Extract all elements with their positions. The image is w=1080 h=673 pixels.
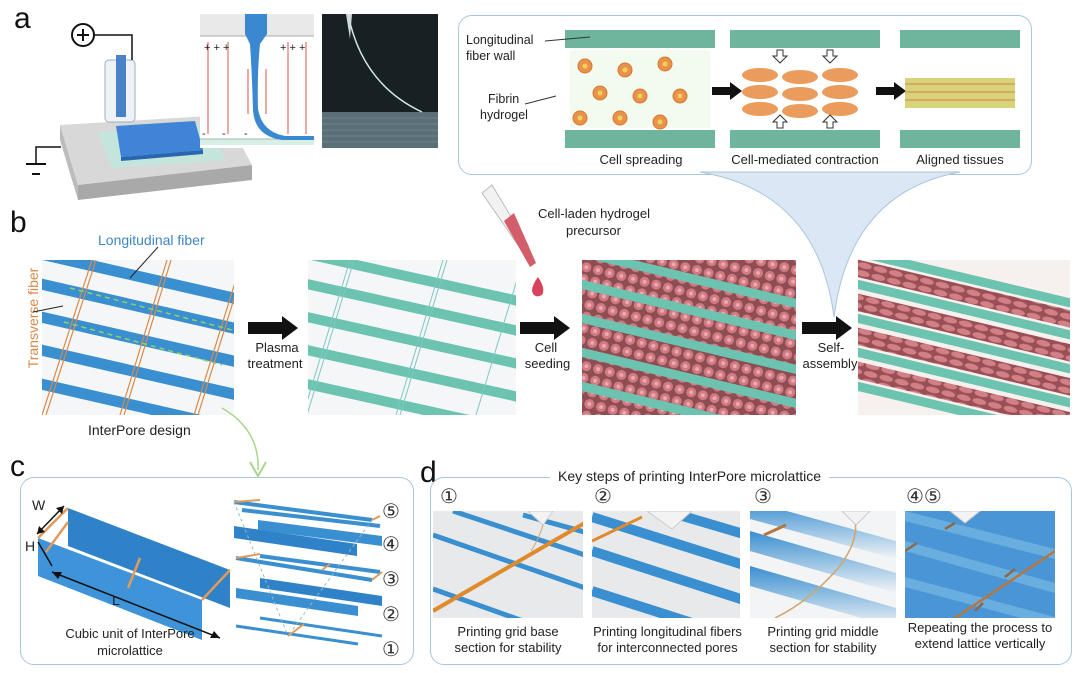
exploded-layers-diagram: [233, 499, 383, 646]
panel-a-letter: a: [14, 2, 31, 35]
layer-1-label: ①: [382, 639, 400, 661]
leader-lines-a: [524, 36, 591, 105]
step-1-number: ①: [440, 486, 458, 508]
caption-contraction: Cell-mediated contraction: [731, 152, 879, 167]
dim-w: W: [32, 497, 46, 513]
minus-charge-1: -: [202, 128, 206, 140]
step-45-caption-line1: Repeating the process to: [907, 620, 1053, 635]
panel-d-title: Key steps of printing InterPore microlat…: [550, 468, 830, 484]
step-self-assembly-line1: Self-: [817, 340, 845, 355]
caption-aligned: Aligned tissues: [916, 152, 1004, 167]
label-fiber-wall-line1: Longitudinal: [466, 33, 534, 47]
stage-contraction: [730, 30, 880, 148]
plasma-treated-image: [308, 260, 516, 415]
panel-b-letter: b: [10, 206, 27, 239]
arrow-right-icon: [802, 316, 852, 340]
arrow-right-icon: [876, 82, 906, 100]
step-3-caption-line1: Printing grid middle: [767, 624, 879, 639]
step-2-number: ②: [594, 486, 612, 508]
label-fiber-wall-line2: fiber wall: [466, 49, 516, 63]
leader-lines-b: [32, 246, 267, 479]
label-longitudinal-fiber: Longitudinal fiber: [98, 232, 205, 248]
caption-interpore-design: InterPore design: [88, 422, 191, 438]
label-pipette-line2: precursor: [566, 223, 621, 238]
interpore-design-image: [42, 260, 234, 415]
step-45-number: ④⑤: [906, 486, 942, 508]
dim-h: H: [25, 538, 36, 554]
step-2-caption-line2: for interconnected pores: [597, 640, 738, 655]
step-2-caption-line1: Printing longitudinal fibers: [593, 624, 742, 639]
label-hydrogel-line1: Fibrin: [488, 92, 520, 106]
step-3-caption-line2: section for stability: [769, 640, 877, 655]
step-plasma-line2: treatment: [247, 356, 303, 371]
caption-cubic-unit-line2: microlattice: [97, 643, 163, 658]
layer-2-label: ②: [382, 604, 400, 626]
label-hydrogel-line2: hydrogel: [480, 108, 528, 122]
step-1-caption-line2: section for stability: [454, 640, 562, 655]
stage-aligned: [900, 30, 1020, 148]
print-step-3-image: [750, 511, 896, 618]
dim-l: L: [112, 592, 120, 608]
cell-seeded-image: [582, 260, 796, 415]
caption-cell-spreading: Cell spreading: [599, 152, 683, 167]
layer-4-label: ④: [382, 534, 400, 556]
print-step-45-image: [905, 511, 1055, 618]
step-cell-seeding-line2: seeding: [524, 356, 571, 371]
minus-charge-2: -: [222, 128, 226, 140]
label-pipette-line1: Cell-laden hydrogel: [538, 206, 651, 221]
minus-charge-3: -: [244, 128, 248, 140]
base-plate-side: [78, 165, 252, 200]
self-assembled-image: [858, 260, 1070, 415]
plus-charges-left: + + +: [204, 42, 230, 54]
step-self-assembly-line2: assembly: [802, 356, 858, 371]
plus-charges-right: + + +: [280, 42, 306, 54]
panel-d-letter: d: [420, 456, 437, 489]
printed-mat: [116, 121, 203, 157]
arrow-right-icon: [520, 316, 570, 340]
pipette-icon: [481, 184, 544, 297]
print-step-2-image: [592, 511, 740, 618]
step-45-caption-line2: extend lattice vertically: [914, 636, 1046, 651]
panel-c-box: [20, 477, 414, 665]
print-step-1-image: [433, 511, 583, 618]
layer-3-label: ③: [382, 569, 400, 591]
layer-5-label: ⑤: [382, 501, 400, 523]
arrow-right-icon: [712, 82, 742, 100]
step-plasma-line1: Plasma: [255, 340, 299, 355]
step-cell-seeding-line1: Cell: [534, 340, 558, 355]
caption-cubic-unit-line1: Cubic unit of InterPore: [65, 626, 195, 641]
step-3-number: ③: [754, 486, 772, 508]
stage-cell-spreading: [565, 30, 715, 148]
arrow-right-icon: [248, 316, 298, 340]
micrograph-image: [322, 14, 438, 148]
callout-pointer: [699, 171, 961, 318]
step-1-caption-line1: Printing grid base: [457, 624, 559, 639]
electric-field-diagram: + + + + + + - - -: [200, 14, 314, 148]
cubic-unit-diagram: [36, 505, 231, 640]
panel-c-letter: c: [10, 450, 25, 483]
